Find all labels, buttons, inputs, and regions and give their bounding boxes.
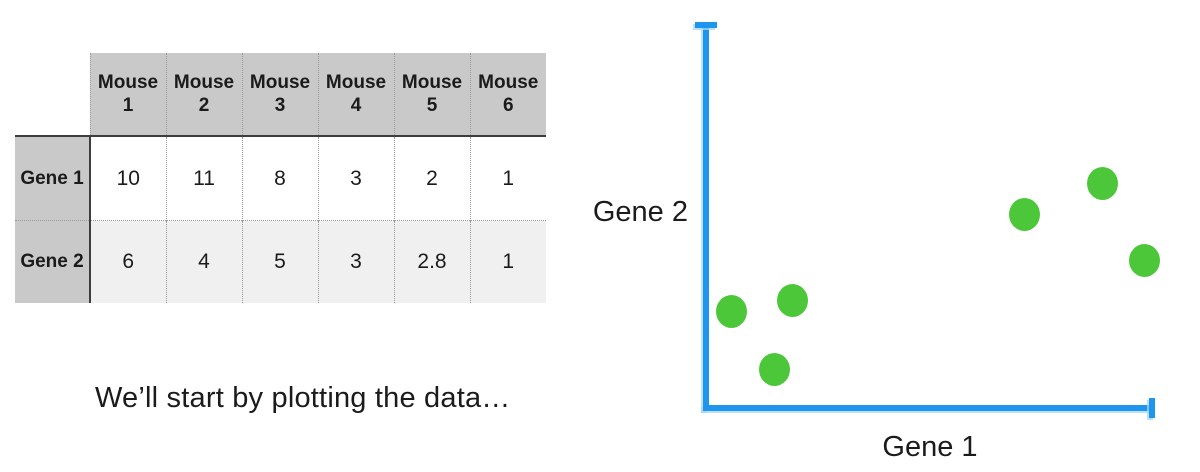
table-corner-cell xyxy=(15,53,91,137)
y-axis-label: Gene 2 xyxy=(592,196,688,228)
table-cell: 2 xyxy=(393,136,470,221)
column-header-mouse-1: Mouse 1 xyxy=(89,53,166,137)
column-header-mouse-4: Mouse 4 xyxy=(317,53,394,137)
header-number: 2 xyxy=(198,95,210,116)
table-cell: 8 xyxy=(241,136,318,221)
y-axis-top-cap xyxy=(695,22,717,28)
table-cell: 4 xyxy=(165,220,242,303)
table-cell: 1 xyxy=(469,136,546,221)
x-axis-end-cap xyxy=(1149,398,1155,418)
table-cell: 3 xyxy=(317,220,394,303)
table-row-gene-2: Gene 2 6 4 5 3 2.8 1 xyxy=(15,220,546,303)
scatter-point xyxy=(1008,197,1040,231)
scatter-point xyxy=(1128,243,1160,277)
header-number: 6 xyxy=(502,95,514,116)
table-cell: 5 xyxy=(241,220,318,303)
caption-text: We’ll start by plotting the data… xyxy=(95,382,511,414)
scatter-point xyxy=(1086,166,1118,200)
expression-table: Mouse 1 Mouse 2 Mouse 3 Mouse 4 Mouse 5 … xyxy=(15,53,546,303)
table-header-row: Mouse 1 Mouse 2 Mouse 3 Mouse 4 Mouse 5 … xyxy=(15,53,546,137)
row-header-gene-2: Gene 2 xyxy=(15,220,91,303)
column-header-mouse-5: Mouse 5 xyxy=(393,53,470,137)
header-number: 1 xyxy=(122,95,134,116)
column-header-mouse-6: Mouse 6 xyxy=(469,53,546,137)
header-number: 4 xyxy=(350,95,362,116)
table-cell: 1 xyxy=(469,220,546,303)
scatter-point xyxy=(758,352,790,386)
table-cell: 3 xyxy=(317,136,394,221)
table-row-gene-1: Gene 1 10 11 8 3 2 1 xyxy=(15,136,546,221)
header-word: Mouse xyxy=(325,71,387,93)
header-word: Mouse xyxy=(249,71,311,93)
header-word: Mouse xyxy=(173,71,235,93)
row-header-gene-1: Gene 1 xyxy=(15,136,91,221)
header-number: 3 xyxy=(274,95,286,116)
table-cell: 10 xyxy=(89,136,166,221)
column-header-mouse-2: Mouse 2 xyxy=(165,53,242,137)
scatter-point xyxy=(776,283,808,317)
table-cell: 6 xyxy=(89,220,166,303)
table-cell: 2.8 xyxy=(393,220,470,303)
header-word: Mouse xyxy=(478,71,539,93)
x-axis-label: Gene 1 xyxy=(882,431,978,463)
scatter-point xyxy=(715,294,747,328)
table-cell: 11 xyxy=(165,136,242,221)
header-word: Mouse xyxy=(401,71,463,93)
header-word: Mouse xyxy=(97,71,159,93)
x-axis-line xyxy=(703,405,1153,411)
header-number: 5 xyxy=(426,95,438,116)
y-axis-line xyxy=(703,22,709,411)
column-header-mouse-3: Mouse 3 xyxy=(241,53,318,137)
